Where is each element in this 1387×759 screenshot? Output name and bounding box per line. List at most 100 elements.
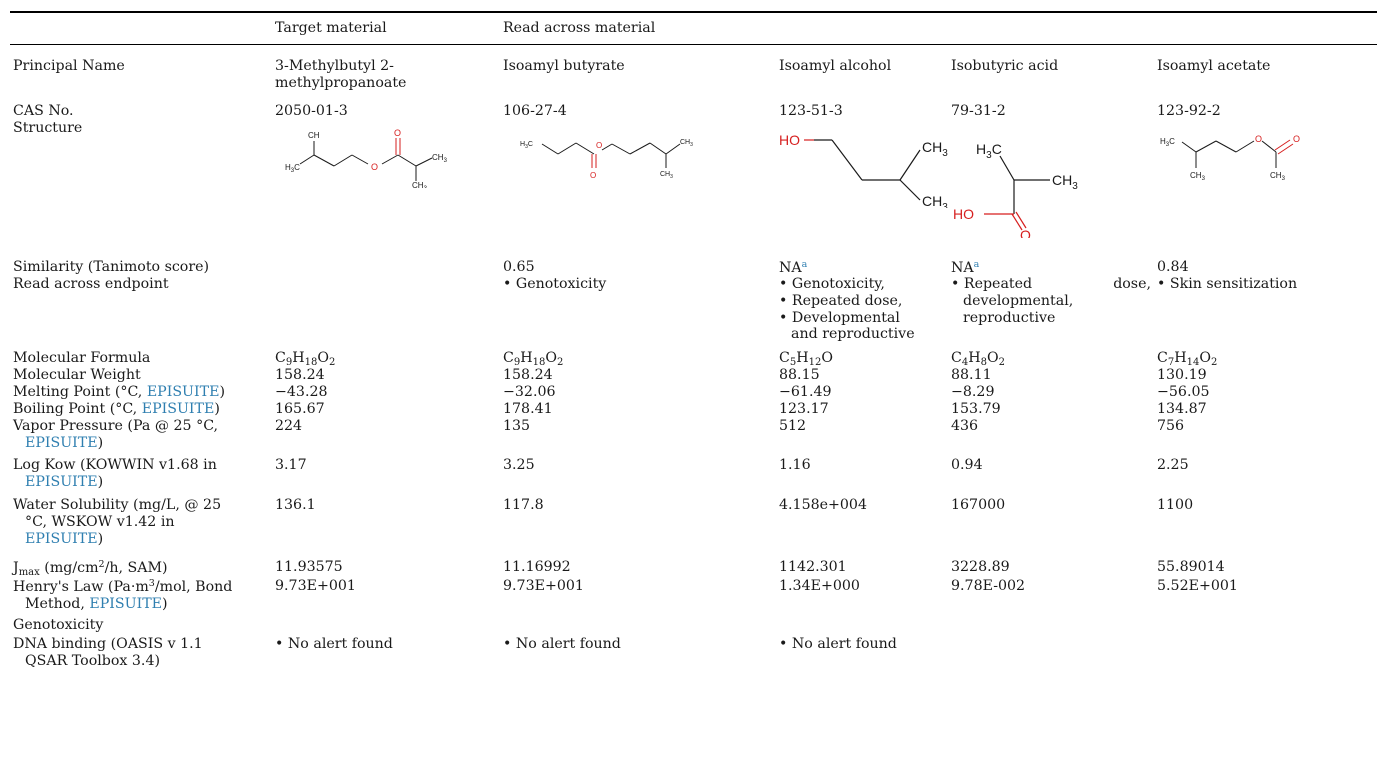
row-label: Principal Name	[13, 58, 125, 74]
cell-ra2: 88.15	[779, 367, 820, 383]
episuite-link[interactable]: EPISUITE	[141, 401, 215, 417]
row-label: Log Kow (KOWWIN v1.68 in EPISUITE)	[13, 457, 217, 490]
svg-text:O: O	[1293, 134, 1300, 144]
row-label: Read across endpoint	[13, 276, 169, 292]
episuite-link[interactable]: EPISUITE	[25, 434, 98, 451]
cell-target: 2050-01-3	[275, 103, 348, 119]
row-label: Water Solubility (mg/L, @ 25 °C, WSKOW v…	[13, 497, 222, 547]
cell-target: 165.67	[275, 401, 325, 417]
cell-ra1: 117.8	[503, 497, 544, 513]
cell-ra4: −56.05	[1157, 384, 1210, 400]
section-heading: Genotoxicity	[13, 617, 104, 633]
cell-ra4: 5.52E+001	[1157, 578, 1238, 594]
cell-ra3: 9.78E-002	[951, 578, 1026, 594]
cell-ra4: • Skin sensitization	[1157, 276, 1377, 293]
svg-text:O: O	[590, 171, 596, 180]
header-target-material: Target material	[275, 20, 387, 36]
svg-text:HO: HO	[779, 132, 800, 148]
structure-target-image: CH H3C O O CH3 CH3	[285, 128, 448, 188]
cell-ra3: C4H8O2	[951, 350, 1005, 368]
cell-target: • No alert found	[275, 636, 393, 652]
cell-ra2: 4.158e+004	[779, 497, 867, 513]
cell-ra2: 1.34E+000	[779, 578, 860, 594]
cell-ra3: 167000	[951, 497, 1006, 513]
svg-text:H3C: H3C	[1160, 137, 1175, 148]
svg-text:CH3: CH3	[1270, 171, 1286, 182]
cell-ra2: 123.17	[779, 401, 829, 417]
cell-ra3: −8.29	[951, 384, 995, 400]
footnote-link[interactable]: a	[973, 259, 980, 270]
cell-ra4: 123-92-2	[1157, 103, 1221, 119]
list-item: • Genotoxicity	[503, 276, 607, 292]
cell-ra1: 9.73E+001	[503, 578, 584, 594]
svg-text:CH3: CH3	[922, 193, 948, 208]
episuite-link[interactable]: EPISUITE	[25, 473, 98, 490]
cell-ra3: 436	[951, 418, 979, 434]
cell-ra1: C9H18O2	[503, 350, 564, 368]
cell-ra4: C7H14O2	[1157, 350, 1218, 368]
svg-text:CH3: CH3	[412, 181, 428, 188]
cell-ra2: • Genotoxicity, • Repeated dose, • Devel…	[779, 276, 939, 343]
svg-text:H3C: H3C	[520, 141, 533, 150]
footnote-link[interactable]: a	[801, 259, 808, 270]
cell-ra2: −61.49	[779, 384, 832, 400]
svg-text:CH3: CH3	[680, 139, 693, 148]
header-read-across-material: Read across material	[503, 20, 656, 36]
cell-ra4: 756	[1157, 418, 1185, 434]
row-label: Vapor Pressure (Pa @ 25 °C, EPISUITE)	[13, 418, 219, 451]
cell-ra3: NAa	[951, 259, 980, 276]
cell-ra4: 55.89014	[1157, 559, 1225, 575]
cell-ra3: 79-31-2	[951, 103, 1006, 119]
cell-ra1: • No alert found	[503, 636, 621, 652]
cell-target: 136.1	[275, 497, 316, 513]
structure-isobutyric-acid-image: H3C CH3 HO O	[953, 141, 1078, 238]
cell-ra1: −32.06	[503, 384, 556, 400]
svg-text:O: O	[1255, 134, 1262, 144]
svg-text:CH3: CH3	[922, 139, 948, 159]
svg-text:CH3: CH3	[660, 171, 673, 180]
cell-ra1: 3.25	[503, 457, 535, 473]
cell-ra4: Isoamyl acetate	[1157, 58, 1271, 74]
cell-ra2: 123-51-3	[779, 103, 843, 119]
cell-ra4: 2.25	[1157, 457, 1189, 473]
cell-ra1: 0.65	[503, 259, 535, 275]
svg-text:CH: CH	[308, 131, 320, 140]
episuite-link[interactable]: EPISUITE	[25, 530, 98, 547]
svg-text:HO: HO	[953, 206, 974, 222]
structure-isoamyl-alcohol-image: HO CH3 CH3	[779, 132, 948, 208]
cell-ra2: 1.16	[779, 457, 811, 473]
row-label: Similarity (Tanimoto score)	[13, 259, 210, 275]
cell-ra3: 88.11	[951, 367, 992, 383]
cell-target: 11.93575	[275, 559, 343, 575]
svg-text:H3C: H3C	[976, 141, 1002, 161]
cell-target: 9.73E+001	[275, 578, 356, 594]
svg-text:O: O	[371, 162, 378, 172]
cell-ra1: 11.16992	[503, 559, 571, 575]
row-label: DNA binding (OASIS v 1.1 QSAR Toolbox 3.…	[13, 636, 203, 669]
episuite-link[interactable]: EPISUITE	[146, 384, 220, 400]
cell-ra4: 1100	[1157, 497, 1194, 513]
row-label: Henry's Law (Pa·m3/mol, Bond Method, EPI…	[13, 578, 233, 612]
list-item: • Developmental and reproductive	[779, 309, 915, 343]
cell-target: −43.28	[275, 384, 328, 400]
cell-target: C9H18O2	[275, 350, 336, 368]
cell-target: 3.17	[275, 457, 307, 473]
cell-ra4: 130.19	[1157, 367, 1207, 383]
cell-ra1: 135	[503, 418, 531, 434]
cell-ra1: 158.24	[503, 367, 553, 383]
row-label: Jmax (mg/cm2/h, SAM)	[13, 559, 168, 578]
row-label: Molecular Formula	[13, 350, 151, 366]
episuite-link[interactable]: EPISUITE	[89, 595, 163, 612]
svg-text:CH3: CH3	[432, 153, 448, 164]
row-label: Boiling Point (°C, EPISUITE)	[13, 401, 220, 417]
cell-ra3: Isobutyric acid	[951, 58, 1059, 74]
row-label: Molecular Weight	[13, 367, 141, 383]
cell-ra3: 153.79	[951, 401, 1001, 417]
cell-ra1: 106-27-4	[503, 103, 567, 119]
cell-ra2: Isoamyl alcohol	[779, 58, 892, 74]
cell-ra1: Isoamyl butyrate	[503, 58, 625, 74]
structure-isoamyl-butyrate-image: H3C O O CH3 CH3	[520, 139, 693, 180]
